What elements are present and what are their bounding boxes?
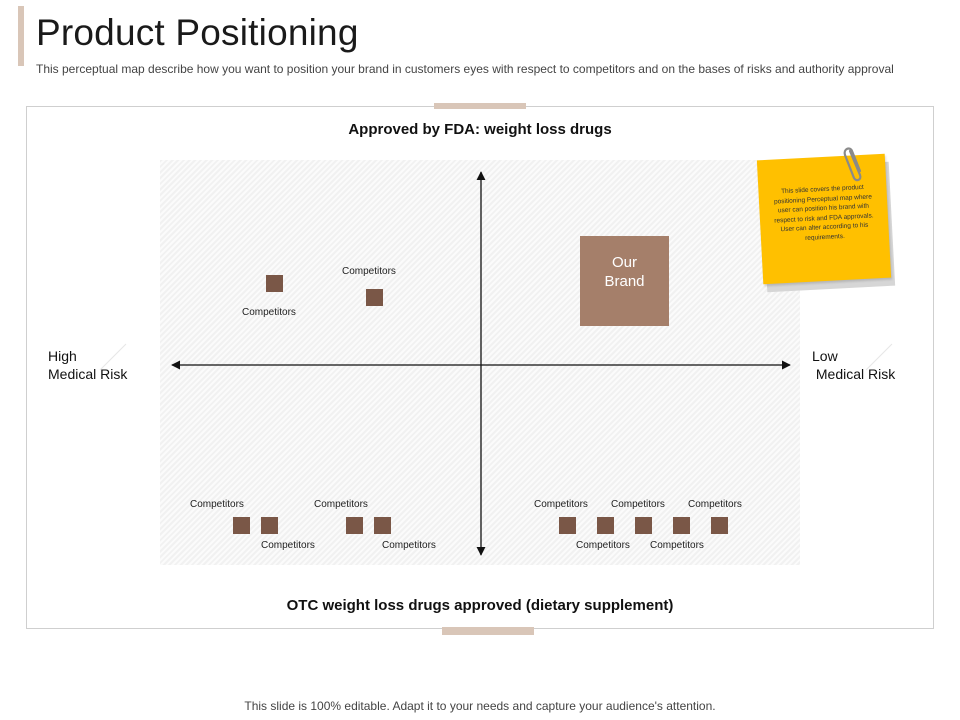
page-subtitle: This perceptual map describe how you wan… [36,62,894,76]
right-label-decor [865,343,893,371]
title-accent-bar [18,6,24,66]
competitor-marker[interactable] [261,517,278,534]
competitor-label: Competitors [382,540,436,551]
page-title: Product Positioning [36,12,359,53]
competitor-label: Competitors [650,540,704,551]
bottom-axis-label: OTC weight loss drugs approved (dietary … [286,597,674,614]
paperclip-icon [843,147,862,182]
competitor-marker[interactable] [374,517,391,534]
footer-text: This slide is 100% editable. Adapt it to… [244,699,716,713]
sticky-note-text: This slide covers the product positionin… [773,183,874,242]
left-axis-label: High Medical Risk [48,348,128,382]
competitor-label: Competitors [190,499,244,510]
competitor-marker[interactable] [366,289,383,306]
competitor-marker[interactable] [266,275,283,292]
competitor-marker[interactable] [635,517,652,534]
competitor-label: Competitors [688,499,742,510]
right-axis-label: Low Medical Risk [812,348,896,382]
competitor-marker[interactable] [673,517,690,534]
competitor-label: Competitors [611,499,665,510]
competitor-marker[interactable] [233,517,250,534]
competitor-marker[interactable] [346,517,363,534]
sticky-note[interactable]: This slide covers the product positionin… [756,153,892,285]
competitor-label: Competitors [242,307,296,318]
competitor-marker[interactable] [711,517,728,534]
competitor-marker[interactable] [597,517,614,534]
left-label-decor [99,343,127,371]
competitor-marker[interactable] [559,517,576,534]
our-brand-marker[interactable]: Our Brand [580,236,669,326]
competitor-label: Competitors [342,266,396,277]
competitor-label: Competitors [261,540,315,551]
frame-bottom-tab [442,627,534,635]
frame-top-tab [434,103,526,109]
our-brand-label: Our Brand [604,254,645,290]
top-axis-label: Approved by FDA: weight loss drugs [348,121,612,138]
competitor-label: Competitors [314,499,368,510]
competitor-label: Competitors [576,540,630,551]
competitor-label: Competitors [534,499,588,510]
